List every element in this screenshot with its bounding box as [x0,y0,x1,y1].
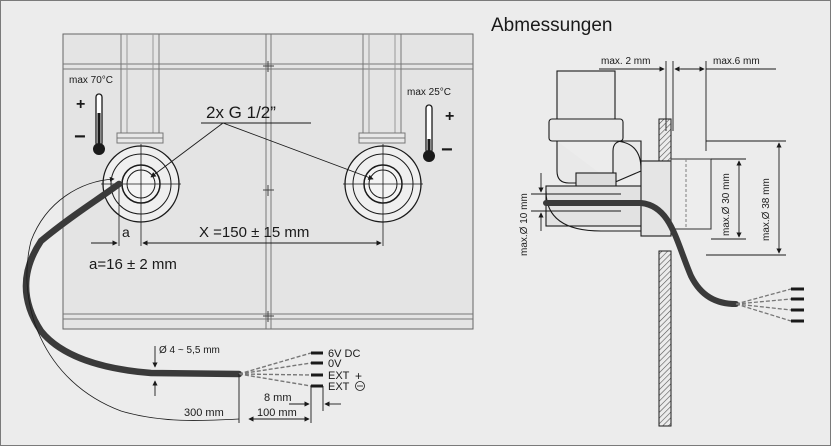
plus-icon-cold: + [445,108,454,125]
length-100-label: 100 mm [257,407,297,419]
length-300-label: 300 mm [184,407,224,419]
max6-label: max.6 mm [713,56,760,67]
sensor-cable [22,180,243,378]
title: Abmessungen [491,15,612,36]
plus-sign-icon: + [355,369,362,383]
hot-thermometer-icon [93,93,105,155]
max2-label: max. 2 mm [601,56,650,67]
d10-label: max.Ø 10 mm [519,193,530,256]
d30-label: max.Ø 30 mm [721,173,732,236]
wire-0v-label: 0V [328,358,342,370]
right-sensor-cable [543,200,739,307]
wire-fan [238,352,312,387]
hot-max-label: max 70°C [69,75,113,86]
cold-water-pipe [358,34,406,144]
a-dimension-label: a [122,224,130,240]
cold-max-label: max 25°C [407,87,451,98]
wire-ext-plus-label: EXT [328,370,350,382]
plus-icon: + [76,96,85,113]
minus-icon: − [74,126,86,148]
wire-6v-label: 6V DC [328,348,360,360]
minus-icon-cold: − [441,139,453,161]
wall-section [658,118,672,427]
wire-ends [311,351,323,388]
cold-thermometer-icon [423,104,435,162]
spacing-label: X =150 ± 15 mm [199,224,309,241]
d38-label: max.Ø 38 mm [761,178,772,241]
thread-label: 2x G 1/2” [206,103,276,122]
cable-diameter-label: Ø 4 ~ 5,5 mm [159,345,220,356]
length-8-label: 8 mm [264,392,292,404]
hot-water-pipe [116,34,164,144]
minus-circle-icon [355,381,365,391]
a-value-label: a=16 ± 2 mm [89,256,177,273]
wire-ext-minus-label: EXT [328,381,350,393]
